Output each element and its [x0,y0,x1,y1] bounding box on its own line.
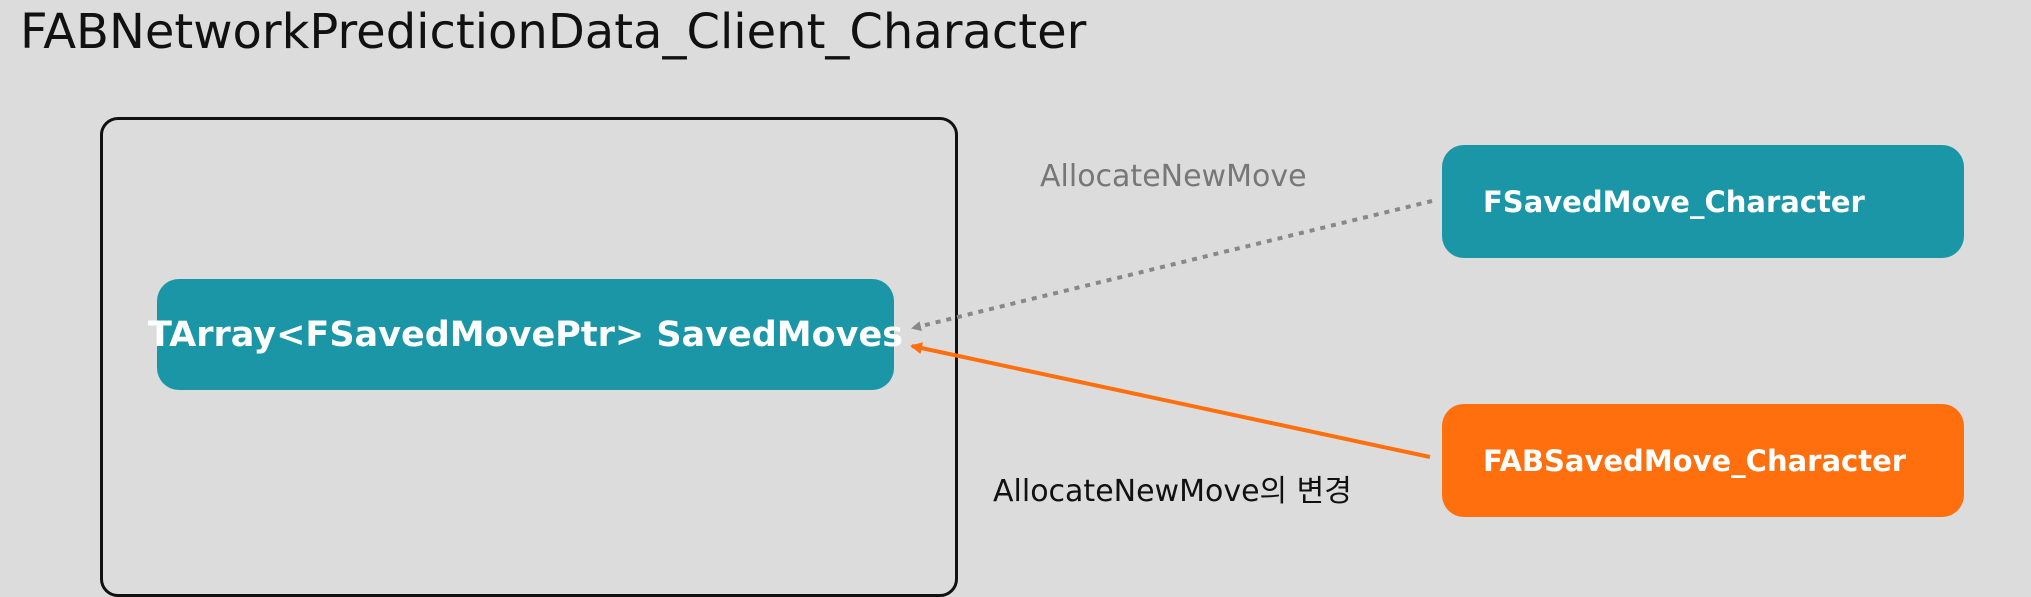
dotted-edge-fsaved-to-savedmoves [911,199,1433,331]
page-title: FABNetworkPredictionData_Client_Characte… [20,4,1087,60]
fab-saved-move-character-node: FABSavedMove_Character [1442,404,1964,517]
edge-label-allocate-new-move-changed: AllocateNewMove의 변경 [993,474,1352,509]
fsaved-move-character-node: FSavedMove_Character [1442,145,1964,258]
edge-label-allocate-new-move: AllocateNewMove [1040,159,1307,194]
orange-edge-fabsaved-to-savedmoves [910,342,1431,459]
edge-layer [910,199,1433,459]
saved-moves-node: TArray<FSavedMovePtr> SavedMoves [148,279,903,390]
